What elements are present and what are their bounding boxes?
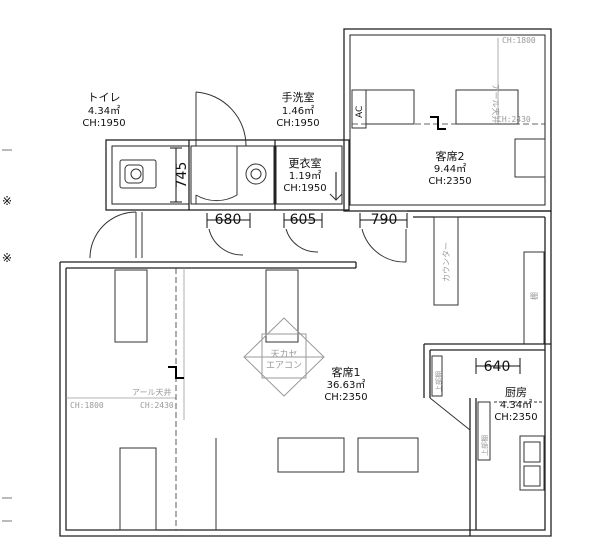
ceiling-ac-label-1: 天カセ: [270, 349, 297, 360]
guest2-name: 客席2: [436, 149, 465, 163]
washroom-area: 1.46㎡: [282, 105, 314, 117]
dimension-745: 745: [174, 162, 190, 189]
door-dimension-marks: [206, 213, 408, 228]
guest1-ch: CH:2350: [324, 392, 367, 403]
door-swings-row: [89, 211, 407, 263]
section-mark-2: [430, 116, 446, 130]
toilet-name: トイレ: [88, 91, 121, 104]
toilet-dimension-line: [170, 147, 182, 203]
counter: [433, 216, 459, 306]
changing-area: 1.19㎡: [289, 170, 321, 182]
side-mark-2: ※: [2, 251, 12, 265]
toilet-area: 4.34㎡: [88, 105, 120, 117]
door-680: 680: [215, 212, 242, 228]
kitchen-name: 厨房: [505, 386, 527, 399]
toilet-fixture: [119, 159, 157, 189]
shelf-label: 棚: [529, 292, 539, 300]
kitchen-dimension-line: [475, 358, 521, 374]
guest1-name: 客席1: [332, 365, 361, 379]
arl-ceiling-top: アール天井: [491, 84, 501, 124]
wash-basin: [245, 163, 267, 185]
toilet-ch: CH:1950: [82, 118, 125, 129]
main-hall-walls: [59, 210, 552, 537]
washroom-ch: CH:1950: [276, 118, 319, 129]
upper-cabinet-2: 上部棚: [480, 435, 489, 456]
ac-label: AC: [355, 106, 365, 118]
left-margin-marks: [2, 149, 12, 522]
kitchen-fixtures: [429, 355, 545, 491]
ch2430-top: CH:2430: [497, 115, 531, 124]
arch-ceiling-guides-1: [66, 268, 185, 530]
ch1800-top: CH:1800: [502, 36, 536, 45]
arch-ceiling-guides-2: [352, 38, 545, 125]
ch2430-main: CH:2430: [140, 401, 174, 410]
side-mark-1: ※: [2, 194, 12, 208]
ceiling-ac-label-2: エアコン: [266, 361, 302, 371]
arl-ceiling-main: アール天井: [132, 387, 172, 397]
kitchen-ch: CH:2350: [494, 412, 537, 423]
upper-cabinet-1: 上部棚: [434, 371, 443, 392]
guest1-furniture: [114, 269, 419, 531]
ceiling-ac-unit: [243, 317, 325, 397]
ac-unit: [351, 89, 367, 129]
guest2-ch: CH:2350: [428, 176, 471, 187]
door-swings-wet: [195, 91, 247, 204]
washroom-name: 手洗室: [282, 90, 315, 104]
section-mark-1: [168, 366, 184, 379]
kitchen-area: 4.34㎡: [500, 399, 532, 411]
guest2-area: 9.44㎡: [434, 163, 466, 175]
changing-ch: CH:1950: [283, 183, 326, 194]
door-790: 790: [371, 212, 398, 228]
counter-label: カウンター: [442, 242, 451, 282]
ch1800-main: CH:1800: [70, 401, 104, 410]
wash-basin-inner: [250, 168, 262, 180]
door-605: 605: [290, 212, 317, 228]
kitchen-walls: [423, 343, 551, 536]
changing-arrow: [329, 193, 343, 201]
dimension-640: 640: [484, 359, 511, 375]
guest1-area: 36.63㎡: [327, 379, 366, 391]
changing-name: 更衣室: [289, 156, 322, 170]
